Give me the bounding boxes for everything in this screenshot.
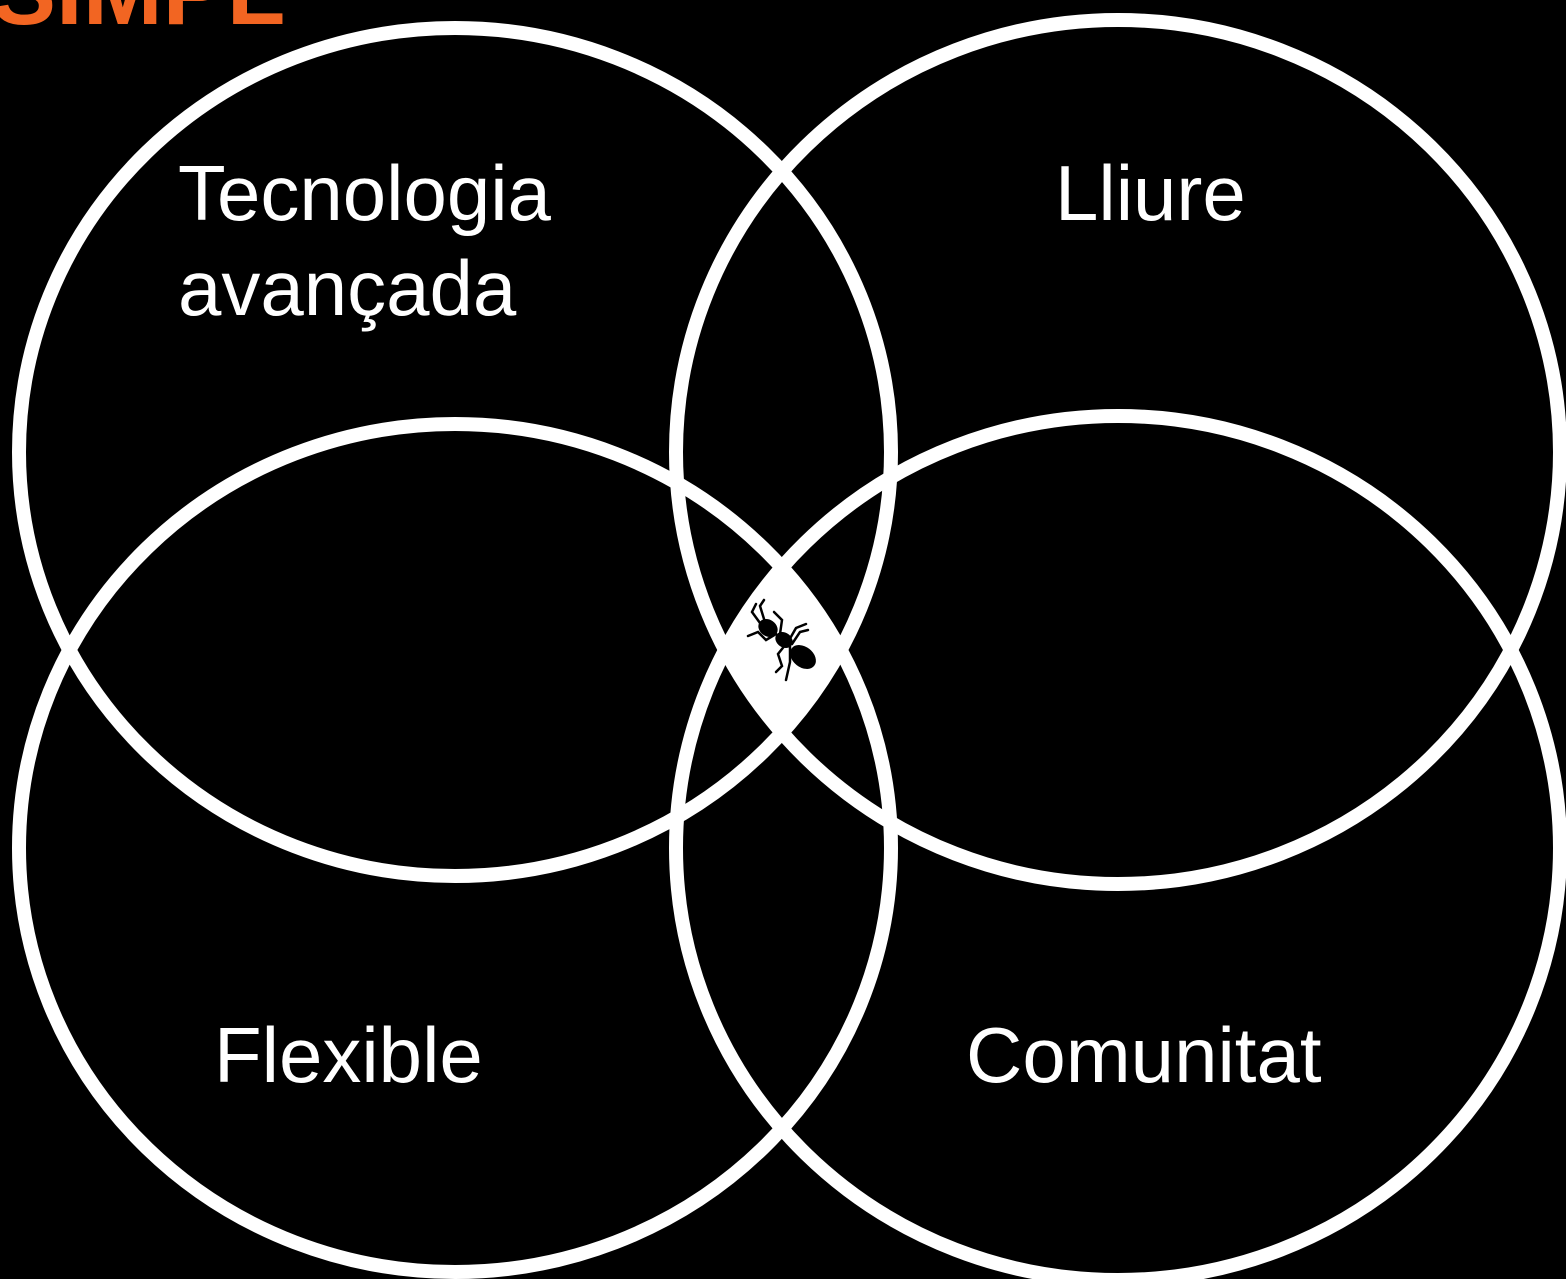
label-line-1: Tecnologia	[178, 146, 551, 241]
label-line-2: avançada	[178, 241, 551, 336]
label-flexible: Flexible	[214, 1008, 483, 1103]
label-comunitat: Comunitat	[966, 1008, 1322, 1103]
circle-bottom-right	[676, 416, 1560, 1279]
circle-bottom-left	[19, 424, 891, 1272]
label-tecnologia-avancada: Tecnologia avançada	[178, 146, 551, 336]
label-lliure: Lliure	[1055, 146, 1246, 241]
